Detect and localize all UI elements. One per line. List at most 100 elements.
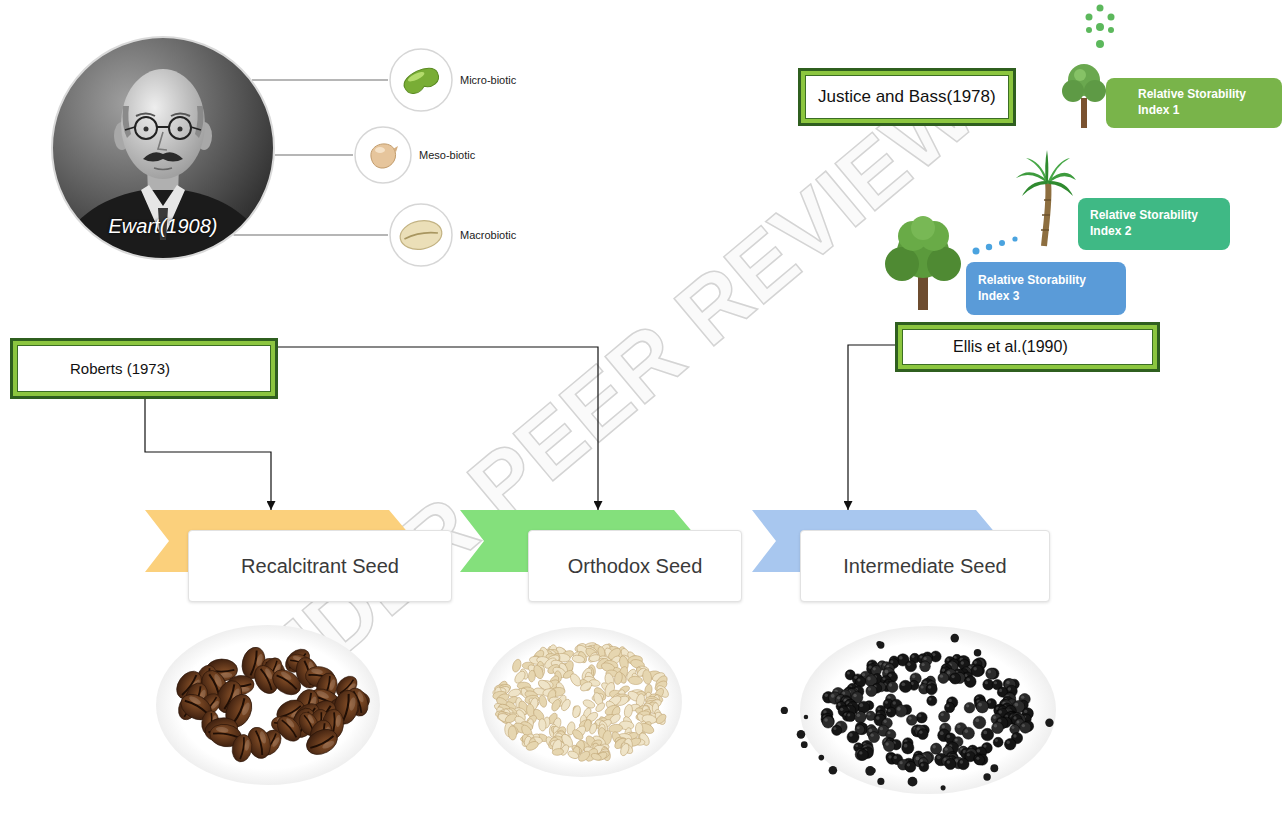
palm-tree xyxy=(1016,150,1076,246)
pepper-corns-part xyxy=(905,661,916,672)
seed-icon-part-part xyxy=(371,144,396,168)
pepper-corns-part xyxy=(1045,719,1053,727)
pepper-corns-part xyxy=(855,711,867,723)
pepper-corns-part xyxy=(932,745,935,748)
pepper-corns-part xyxy=(916,712,927,723)
pepper-corns-part xyxy=(849,733,853,737)
seed-icon-part-part xyxy=(375,147,385,153)
pepper-corns-part xyxy=(975,718,979,722)
barley-grains-part xyxy=(572,654,586,663)
pepper-corns-part xyxy=(920,759,923,762)
top-dots-part xyxy=(1108,27,1114,33)
pepper-corns-part xyxy=(868,713,871,716)
pepper-corns-part xyxy=(920,661,931,672)
pepper-corns-part xyxy=(846,712,856,722)
pepper-corns-part xyxy=(958,758,969,769)
pepper-corns-part xyxy=(964,702,975,713)
top-dots-part xyxy=(1096,40,1104,48)
pepper-corns-part xyxy=(947,760,950,763)
connector xyxy=(145,399,271,510)
coffee-beans-part-part xyxy=(302,724,341,759)
connector xyxy=(252,79,388,81)
pepper-corns-part xyxy=(965,676,977,688)
pepper-corns-part xyxy=(947,735,950,738)
pepper-corns-part xyxy=(967,753,970,756)
pepper-corns-part xyxy=(921,764,924,767)
pepper-corns-part xyxy=(832,725,842,735)
coffee-beans-part-part xyxy=(280,670,293,681)
seed-icon-part-part xyxy=(404,231,438,239)
pepper-corns-part xyxy=(931,743,942,754)
barley-grains-part xyxy=(538,718,546,731)
pepper-corns-part xyxy=(856,677,866,687)
pepper-corns-part xyxy=(873,667,876,670)
pepper-corns-part xyxy=(847,672,850,675)
pepper-corns-part xyxy=(917,729,928,740)
pepper-corns-part xyxy=(894,756,897,759)
pepper-corns-part xyxy=(976,757,979,760)
seed-size-circle: Micro-biotic xyxy=(388,47,516,113)
seed-type-chevron: Intermediate Seed xyxy=(752,510,1050,602)
pepper-corns-part xyxy=(1021,695,1024,698)
pepper-corns-part xyxy=(837,696,840,699)
pepper-corns-part xyxy=(950,673,961,684)
seed-icon-part xyxy=(355,127,411,183)
portrait-photo-part-part xyxy=(125,127,201,130)
pepper-corns-part xyxy=(973,667,977,671)
coffee-beans-part-part xyxy=(216,726,229,733)
coffee-beans-part xyxy=(230,733,254,764)
seed-type-chevron: Recalcitrant Seed xyxy=(145,510,452,602)
reference-text: Justice and Bass(1978) xyxy=(805,75,1009,119)
pepper-corns-part xyxy=(940,731,944,735)
barley-grains-part xyxy=(525,740,540,752)
barley-grains-part xyxy=(579,680,593,693)
coffee-beans xyxy=(172,644,372,763)
pepper-corns-part xyxy=(939,711,950,722)
seed-type-chevron: Orthodox Seed xyxy=(460,510,742,602)
pepper-corns-part xyxy=(897,707,901,711)
coffee-beans-part-part xyxy=(348,697,356,712)
pepper-corns-part xyxy=(865,766,875,776)
pepper-corns-part xyxy=(888,755,891,758)
connector xyxy=(278,347,598,510)
pepper-corns-part xyxy=(966,704,969,707)
portrait-photo-part-part xyxy=(55,190,271,260)
portrait-photo-part-part xyxy=(121,69,205,179)
pepper-corns-part xyxy=(889,674,892,677)
barley-grains-part xyxy=(572,724,588,741)
reference-box: Roberts (1973) xyxy=(10,338,278,399)
portrait-photo-part xyxy=(52,37,274,259)
pepper-corns-part xyxy=(961,661,964,664)
pepper-corns-part xyxy=(1013,734,1016,737)
pepper-corns-part xyxy=(1022,724,1025,727)
pepper-corns-part xyxy=(868,687,871,690)
pepper-corns-part xyxy=(840,708,843,711)
pepper-corns-part xyxy=(819,755,825,761)
pepper-corns-part xyxy=(847,731,859,743)
pepper-corns-part xyxy=(962,727,974,739)
barley-grains-part xyxy=(538,695,548,708)
dotted-path xyxy=(973,236,1018,254)
pepper-corns-part xyxy=(853,694,856,697)
pepper-corns-part xyxy=(946,658,949,661)
portrait-photo-part-part xyxy=(154,168,172,170)
pepper-corns-part xyxy=(1024,710,1027,713)
barley-grains-part xyxy=(528,670,536,682)
dotted-path-part xyxy=(986,244,992,250)
coffee-beans-part-part xyxy=(271,736,281,748)
pepper-corns-part xyxy=(885,742,888,745)
pepper-corns-part xyxy=(869,729,872,732)
palm-tree-part xyxy=(1045,150,1048,182)
pepper-corns-part xyxy=(847,714,850,717)
pepper-corns-part xyxy=(833,727,836,730)
barley-grains-part xyxy=(560,698,572,712)
author-label: Ewart(1908) xyxy=(109,215,218,238)
coffee-beans-part-part xyxy=(240,737,245,759)
pepper-corns-part xyxy=(857,749,868,760)
seed-icon-part xyxy=(390,49,452,111)
connector xyxy=(848,345,895,510)
pepper-corns-part xyxy=(983,731,987,735)
big-tree-part xyxy=(911,216,935,240)
pepper-corns-part xyxy=(990,764,998,772)
storability-tab: Relative Storability Index 3 xyxy=(966,262,1126,315)
